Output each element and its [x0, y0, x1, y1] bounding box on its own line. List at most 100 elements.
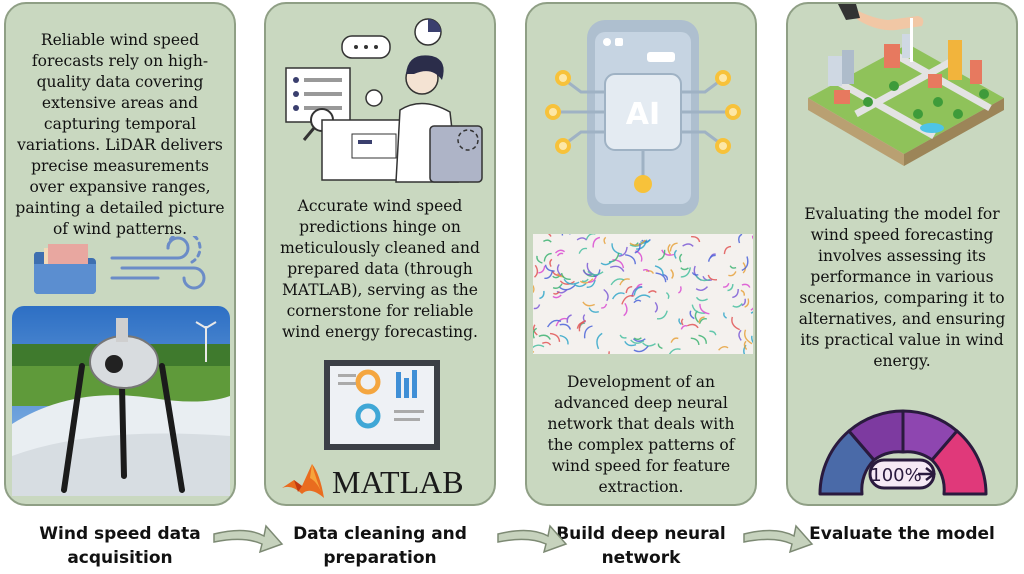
matlab-logo-text: MATLAB	[332, 464, 464, 500]
wind-streamline	[536, 255, 543, 264]
wind-streamline	[629, 239, 646, 246]
panel-neural-network: AI Development of an advanced deep neura…	[525, 2, 757, 506]
step-label-acquisition: Wind speed data acquisition	[39, 524, 201, 568]
wind-streamline	[658, 249, 666, 261]
wind-streamline	[610, 278, 625, 286]
wind-streamline	[547, 234, 552, 237]
wind-streamline	[544, 264, 555, 272]
wind-streamline	[533, 344, 545, 349]
wind-streamline	[576, 322, 585, 329]
wind-streamline	[741, 283, 751, 288]
wind-streamline	[633, 299, 642, 304]
flow-arrow-1	[213, 524, 284, 554]
wind-streamline	[709, 330, 717, 336]
wind-streamline	[619, 334, 627, 339]
wind-streamline	[534, 264, 539, 278]
wind-streamline	[533, 327, 538, 339]
wind-streamline	[673, 249, 678, 259]
wind-streamline	[751, 335, 753, 344]
wind-streamline	[655, 272, 667, 283]
wind-streamline	[657, 343, 663, 350]
wind-streamline	[578, 320, 587, 332]
wind-streamline	[668, 348, 681, 354]
wind-streamline	[539, 290, 545, 300]
gauge-value-label: 100%	[870, 465, 921, 486]
wind-streamline	[559, 323, 572, 330]
folder-icon	[33, 244, 96, 294]
wind-streamline	[707, 254, 716, 262]
wind-streamline	[612, 259, 625, 269]
flow-arrow-2	[497, 524, 568, 554]
wind-streamline	[729, 265, 737, 269]
wind-streamline	[560, 272, 571, 281]
wind-streamline	[553, 291, 560, 295]
wind-streamline	[670, 269, 674, 279]
wind-streamline	[596, 332, 603, 350]
wind-streamline	[624, 340, 637, 347]
wind-streamline	[727, 284, 734, 292]
flow-arrow-3	[743, 524, 814, 554]
wind-streamline	[680, 325, 688, 330]
wind-streamline	[533, 284, 535, 293]
wind-streamline	[670, 337, 679, 343]
wind-streamline	[549, 332, 561, 342]
wind-streamline	[687, 323, 699, 329]
panel-description: Accurate wind speed predictions hinge on…	[280, 197, 480, 341]
panel-data-cleaning: Accurate wind speed predictions hinge on…	[264, 2, 496, 506]
wind-streamline	[552, 275, 560, 279]
wind-streamline	[546, 319, 562, 328]
wind-streamline	[731, 316, 740, 331]
wind-streamline	[582, 301, 595, 307]
wind-streamline	[695, 296, 708, 302]
wind-streamline	[744, 298, 750, 308]
wind-streamline	[592, 236, 601, 248]
wind-streamline	[542, 341, 552, 346]
ai-chip-label: AI	[626, 97, 660, 132]
wind-streamline	[601, 303, 608, 309]
wind-streamline	[559, 334, 569, 345]
wind-streamline	[750, 311, 753, 314]
wind-streamline	[587, 270, 604, 276]
wind-streamline	[634, 294, 651, 301]
wind-streamline	[611, 292, 625, 300]
wind-field-visualization	[533, 234, 753, 354]
wind-streamline	[621, 295, 635, 305]
wind-streamline	[698, 318, 707, 325]
wind-streamline	[741, 298, 746, 307]
wind-streamline	[556, 263, 562, 276]
wind-streamline	[625, 286, 633, 294]
wind-streamline	[669, 242, 678, 252]
wind-streamline	[738, 329, 742, 341]
wind-streamline	[543, 239, 552, 243]
wind-streamline	[680, 318, 684, 326]
wind-streamline	[563, 278, 580, 285]
wind-streamline	[552, 294, 562, 299]
wind-streamline	[654, 265, 664, 276]
wind-streamline	[695, 286, 709, 292]
wind-streamline	[538, 334, 551, 340]
wind-streamline	[555, 317, 568, 327]
wind-streamline	[576, 237, 588, 241]
wind-streamline	[741, 256, 749, 272]
wind-streamline	[608, 252, 620, 263]
wind-streamline	[585, 234, 596, 240]
wind-streamline	[632, 338, 646, 342]
wind-streamline	[732, 303, 743, 308]
wind-streamline	[634, 243, 641, 254]
wind-streamline	[588, 307, 599, 313]
wind-streamline	[645, 270, 655, 274]
wind-streamline	[680, 267, 691, 278]
wind-streamline	[728, 271, 737, 277]
wind-streamline	[691, 235, 701, 243]
data-analyst-illustration	[285, 18, 483, 183]
wind-streamline	[678, 318, 682, 325]
wind-streamline	[623, 302, 628, 317]
wind-streamline	[738, 234, 743, 244]
wind-streamline	[656, 310, 668, 320]
wind-streamline	[691, 272, 699, 276]
wind-streamline	[583, 325, 593, 339]
wind-streamline	[555, 249, 566, 254]
wind-streamline	[723, 312, 727, 319]
wind-streamline	[722, 282, 730, 288]
wind-streamline	[581, 278, 589, 283]
